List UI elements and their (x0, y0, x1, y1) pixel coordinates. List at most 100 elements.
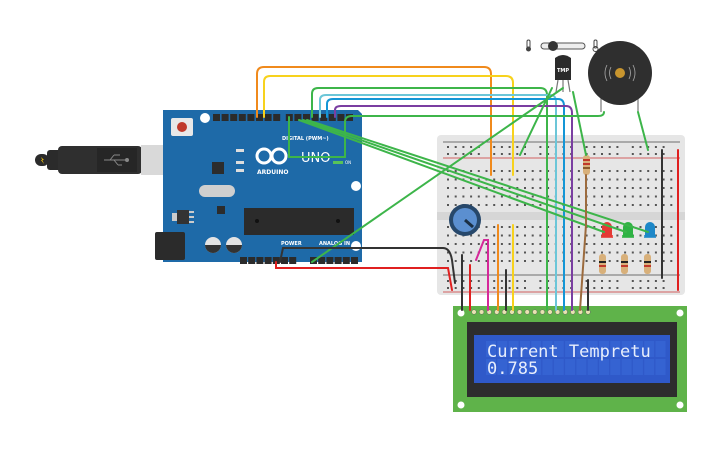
rail-hole[interactable] (493, 287, 496, 289)
rail-hole[interactable] (593, 153, 596, 155)
terminal-hole[interactable] (647, 243, 650, 245)
terminal-hole[interactable] (500, 234, 503, 237)
terminal-hole[interactable] (493, 260, 496, 262)
terminal-hole[interactable] (485, 204, 488, 206)
digital-pin[interactable] (320, 114, 328, 121)
terminal-hole[interactable] (516, 243, 519, 245)
lcd-16x2[interactable]: Current Tempretu 0.785 (453, 306, 687, 412)
terminal-hole[interactable] (477, 243, 480, 245)
power-pin[interactable] (264, 257, 272, 264)
power-pin[interactable] (256, 257, 264, 264)
digital-pin[interactable] (213, 114, 220, 121)
analog-pin[interactable] (334, 257, 342, 264)
terminal-hole[interactable] (631, 178, 634, 181)
terminal-hole[interactable] (608, 260, 611, 262)
terminal-hole[interactable] (477, 178, 480, 181)
terminal-hole[interactable] (654, 251, 657, 254)
terminal-hole[interactable] (516, 195, 519, 198)
analog-pin[interactable] (326, 257, 334, 264)
terminal-hole[interactable] (639, 195, 642, 198)
terminal-hole[interactable] (631, 187, 634, 189)
terminal-hole[interactable] (639, 234, 642, 237)
terminal-hole[interactable] (516, 251, 519, 254)
terminal-hole[interactable] (577, 178, 580, 181)
terminal-hole[interactable] (624, 178, 627, 181)
terminal-hole[interactable] (454, 243, 457, 245)
terminal-hole[interactable] (593, 226, 596, 228)
terminal-hole[interactable] (493, 243, 496, 245)
rail-hole[interactable] (462, 153, 465, 155)
terminal-hole[interactable] (516, 178, 519, 181)
rail-hole[interactable] (477, 280, 480, 282)
terminal-hole[interactable] (477, 234, 480, 237)
tmp36-sensor[interactable]: TMP (555, 55, 571, 93)
terminal-hole[interactable] (493, 170, 496, 172)
terminal-hole[interactable] (470, 243, 473, 245)
terminal-hole[interactable] (631, 243, 634, 245)
terminal-hole[interactable] (539, 234, 542, 237)
terminal-hole[interactable] (531, 178, 534, 181)
lcd-pin[interactable] (471, 309, 477, 315)
terminal-hole[interactable] (470, 204, 473, 206)
terminal-hole[interactable] (593, 234, 596, 237)
terminal-hole[interactable] (493, 187, 496, 189)
rail-hole[interactable] (662, 146, 665, 148)
rail-hole[interactable] (608, 153, 611, 155)
rail-hole[interactable] (654, 153, 657, 155)
rail-hole[interactable] (608, 280, 611, 282)
terminal-hole[interactable] (524, 204, 526, 206)
rail-hole[interactable] (631, 146, 634, 148)
terminal-hole[interactable] (670, 226, 673, 228)
terminal-hole[interactable] (631, 260, 634, 262)
terminal-hole[interactable] (670, 195, 673, 198)
terminal-hole[interactable] (500, 204, 503, 206)
terminal-hole[interactable] (539, 170, 542, 172)
terminal-hole[interactable] (508, 251, 511, 254)
wire-red[interactable] (275, 261, 453, 291)
rail-hole[interactable] (454, 146, 457, 148)
terminal-hole[interactable] (616, 226, 619, 228)
rail-hole[interactable] (639, 153, 642, 155)
terminal-hole[interactable] (601, 195, 603, 198)
wire-green[interactable] (637, 111, 649, 151)
rail-hole[interactable] (470, 153, 473, 155)
terminal-hole[interactable] (454, 178, 457, 181)
terminal-hole[interactable] (639, 260, 642, 262)
led-blue[interactable] (644, 222, 656, 238)
terminal-hole[interactable] (524, 170, 526, 172)
digital-pin[interactable] (346, 114, 353, 121)
terminal-hole[interactable] (670, 204, 673, 206)
terminal-hole[interactable] (531, 226, 534, 228)
terminal-hole[interactable] (601, 170, 603, 172)
rail-hole[interactable] (539, 287, 542, 289)
terminal-hole[interactable] (524, 187, 526, 189)
terminal-hole[interactable] (616, 170, 619, 172)
terminal-hole[interactable] (647, 178, 650, 181)
terminal-hole[interactable] (524, 251, 526, 254)
terminal-hole[interactable] (608, 187, 611, 189)
terminal-hole[interactable] (470, 260, 473, 262)
terminal-hole[interactable] (593, 187, 596, 189)
terminal-hole[interactable] (624, 170, 627, 172)
terminal-hole[interactable] (508, 204, 511, 206)
terminal-hole[interactable] (616, 234, 619, 237)
terminal-hole[interactable] (577, 187, 580, 189)
rail-hole[interactable] (654, 287, 657, 289)
terminal-hole[interactable] (585, 243, 588, 245)
terminal-hole[interactable] (654, 195, 657, 198)
power-pin[interactable] (240, 257, 247, 264)
terminal-hole[interactable] (500, 170, 503, 172)
terminal-hole[interactable] (670, 170, 673, 172)
terminal-hole[interactable] (547, 260, 550, 262)
terminal-hole[interactable] (454, 234, 457, 237)
rail-hole[interactable] (647, 280, 650, 282)
terminal-hole[interactable] (470, 187, 473, 189)
terminal-hole[interactable] (585, 234, 588, 237)
terminal-hole[interactable] (485, 234, 488, 237)
terminal-hole[interactable] (516, 170, 519, 172)
rail-hole[interactable] (477, 153, 480, 155)
terminal-hole[interactable] (593, 178, 596, 181)
terminal-hole[interactable] (654, 260, 657, 262)
rail-hole[interactable] (462, 280, 465, 282)
power-pin-header[interactable] (240, 257, 297, 264)
